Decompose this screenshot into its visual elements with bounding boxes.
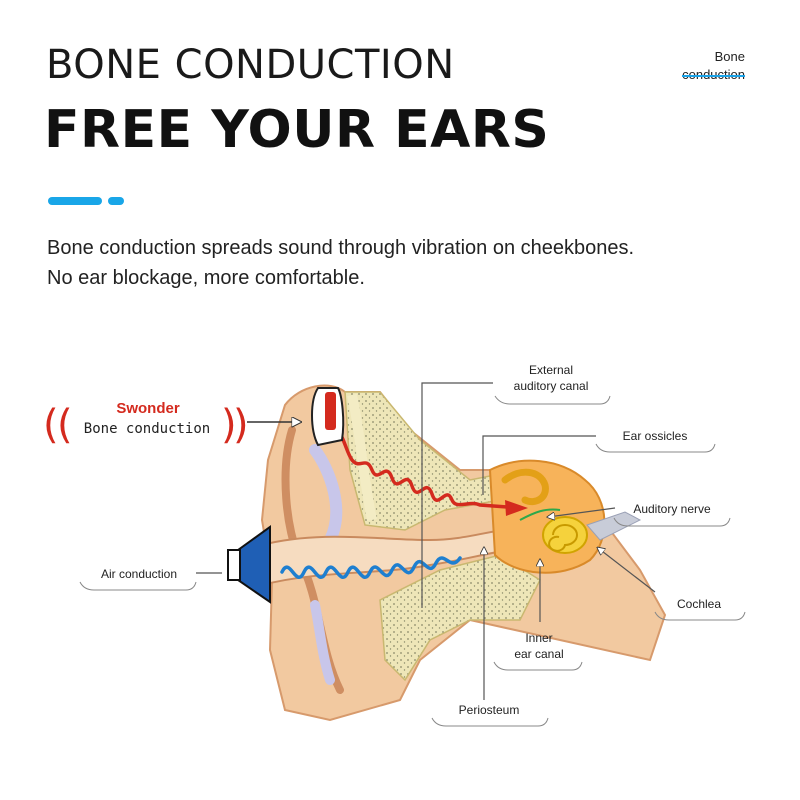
corner-tag-line-2: conduction: [682, 67, 745, 82]
brand-name: Swonder: [116, 400, 180, 417]
label-inner-canal: Inner ear canal: [493, 631, 583, 671]
cochlea-shape: [542, 516, 588, 554]
sound-bracket-right-outer: ): [233, 402, 249, 448]
corner-tag: Bone conduction: [682, 48, 745, 84]
lower-bone: [379, 554, 541, 682]
label-external-canal: External auditory canal: [494, 363, 611, 405]
sound-bracket-left-outer: (: [43, 402, 59, 448]
accent-bar-short: [108, 197, 124, 205]
label-periosteum: Periosteum: [431, 703, 549, 727]
label-air-conduction: Air conduction: [79, 567, 197, 591]
brand-tagline: Bone conduction: [84, 421, 210, 437]
svg-text:Ear ossicles: Ear ossicles: [623, 429, 688, 443]
sound-bracket-left: (: [57, 402, 73, 448]
svg-text:Air conduction: Air conduction: [101, 567, 177, 581]
description-line-2: No ear blockage, more comfortable.: [47, 267, 365, 289]
bone-edge: [347, 393, 377, 521]
svg-text:Inner: Inner: [525, 631, 552, 645]
auditory-nerve-shape: [586, 511, 642, 541]
label-cochlea: Cochlea: [654, 597, 746, 621]
bone-conduction-device: [311, 387, 345, 447]
pinna-cartilage: [309, 444, 343, 546]
ossicles: [501, 468, 549, 506]
svg-text:Periosteum: Periosteum: [459, 703, 520, 717]
air-wave: [280, 556, 462, 580]
description-line-1: Bone conduction spreads sound through vi…: [47, 237, 635, 259]
corner-tag-line-1: Bone: [714, 49, 745, 64]
svg-text:Auditory nerve: Auditory nerve: [633, 502, 711, 516]
svg-text:ear canal: ear canal: [514, 647, 563, 661]
svg-text:auditory canal: auditory canal: [514, 379, 589, 393]
title-line-2: FREE YOUR EARS: [44, 100, 550, 160]
svg-text:Cochlea: Cochlea: [677, 597, 721, 611]
label-ear-ossicles: Ear ossicles: [595, 429, 716, 453]
svg-text:External: External: [529, 363, 573, 377]
air-conduction-speaker: [227, 525, 271, 604]
label-auditory-nerve: Auditory nerve: [613, 502, 731, 527]
pinna-cartilage-2: [310, 600, 335, 685]
title-line-1: BONE CONDUCTION: [46, 42, 455, 88]
description: Bone conduction spreads sound through vi…: [47, 233, 634, 293]
bone-wave: [328, 418, 522, 510]
sound-bracket-right: ): [221, 402, 237, 448]
accent-bar-long: [48, 197, 102, 205]
